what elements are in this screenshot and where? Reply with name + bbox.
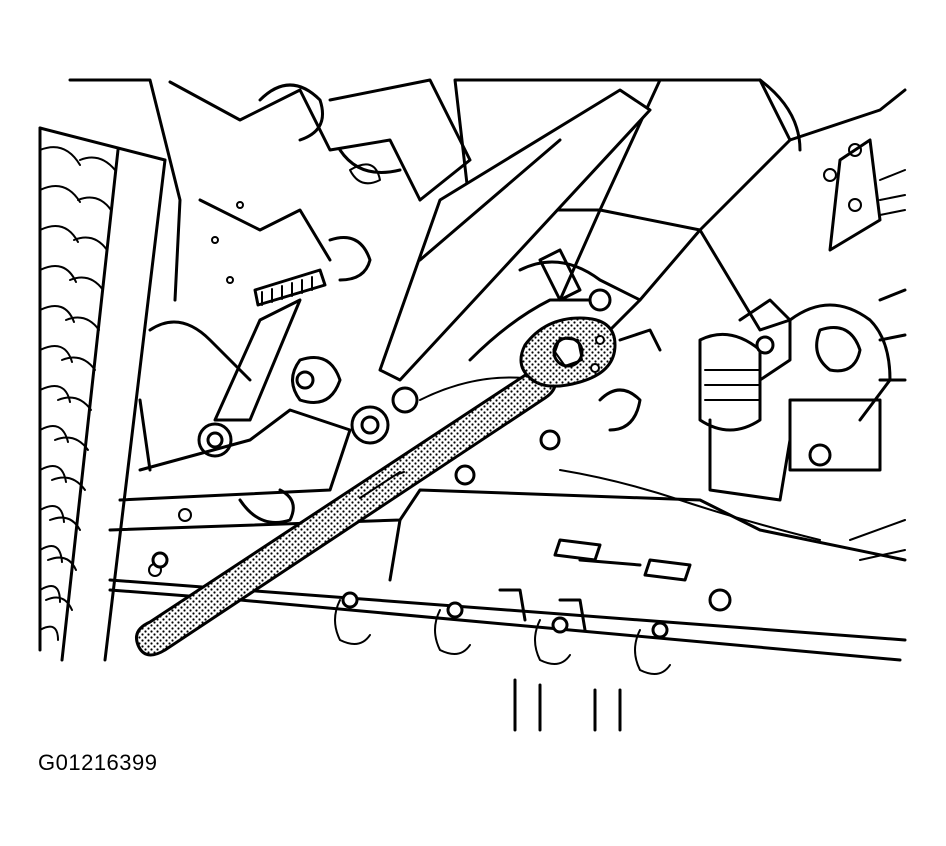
lower-control-arm: [118, 320, 352, 577]
exhaust-pipe: [453, 78, 907, 302]
control-rod: [350, 88, 652, 445]
tire-tread: [38, 126, 167, 662]
wrench-pin: [595, 335, 605, 345]
wrench-pin: [590, 363, 600, 373]
wrench-handle: [135, 366, 557, 657]
figure-id-label: G01216399: [38, 750, 158, 775]
shock-absorber: [197, 236, 372, 458]
transmission-housing: [698, 228, 907, 502]
spanner-wrench-tool: [135, 316, 617, 657]
body-frame: [68, 78, 472, 302]
